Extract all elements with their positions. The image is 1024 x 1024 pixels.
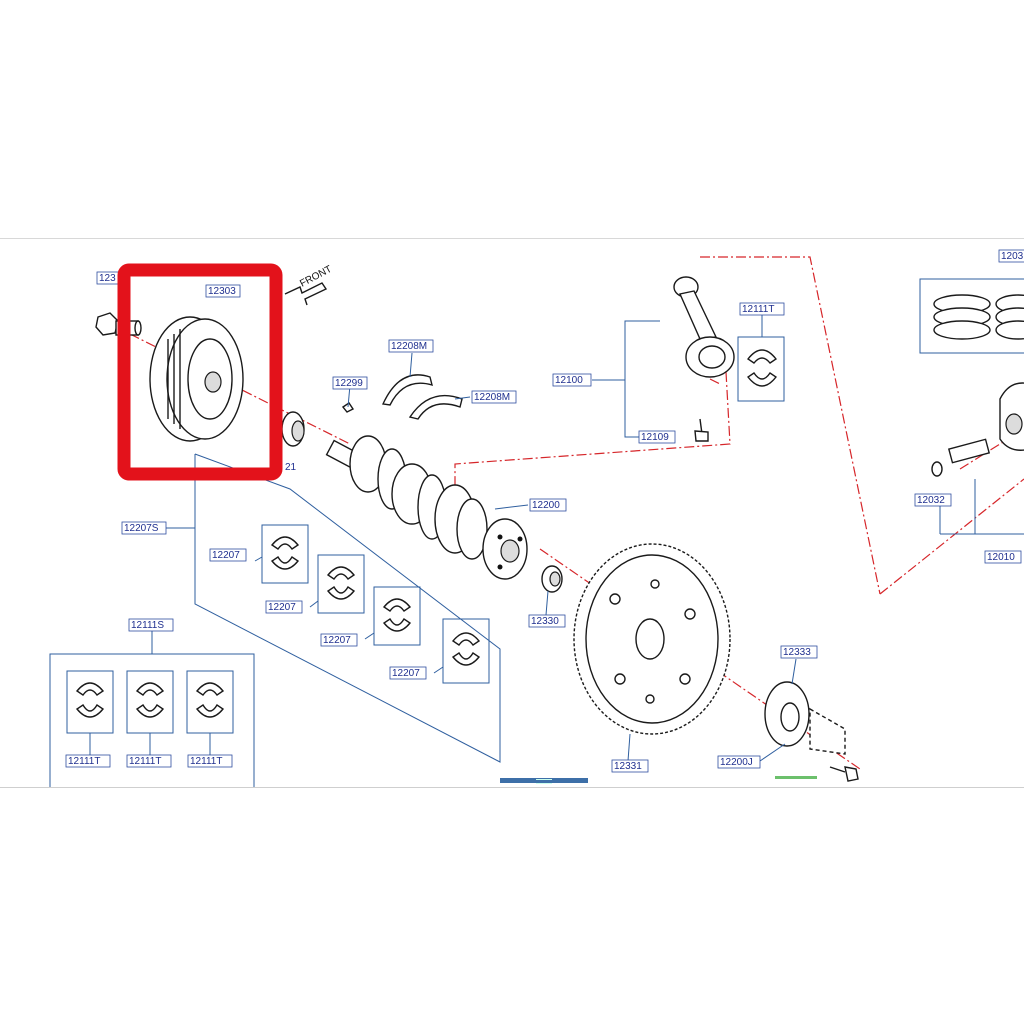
label-12032: 12032: [917, 495, 945, 506]
label-12330: 12330: [531, 616, 559, 627]
connecting-rod-bracket: [592, 320, 660, 438]
main-bearing-set-bracket: [165, 453, 501, 763]
parts-diagram-panel: FRONT: [0, 238, 1024, 788]
label-12111t-1: 12111T: [68, 756, 100, 767]
label-sprocket: 21: [285, 462, 297, 473]
piston-rings: [933, 294, 1024, 340]
label-12207-3: 12207: [323, 635, 351, 646]
assembly-chain-lines: [129, 256, 1024, 770]
label-piston-ring-set: 1203: [1001, 251, 1024, 262]
main-bearing-shell-1: [261, 524, 309, 584]
label-pulley-bolt: 123: [99, 273, 116, 284]
main-bearing-shell-2: [317, 554, 365, 614]
main-bearing-shell-4: [442, 618, 490, 684]
snap-ring: [931, 461, 943, 477]
piston-bracket: [919, 278, 1024, 535]
front-direction-arrow: FRONT: [284, 264, 334, 306]
part-labels: 12303 123 12299 21 12208M 12208M 12207S …: [65, 249, 1024, 773]
conrod-bearing-shell-1: [66, 670, 114, 755]
label-12333: 12333: [783, 647, 811, 658]
conrod-bearing-shell-2: [126, 670, 174, 755]
label-12208m-upper: 12208M: [391, 341, 427, 352]
woodruff-key: [341, 402, 355, 413]
conrod-bolt: [694, 418, 709, 442]
label-12010: 12010: [987, 552, 1015, 563]
label-12299: 12299: [335, 378, 363, 389]
conrod-bearing-top: [737, 336, 785, 402]
crankshaft: [325, 435, 528, 580]
piston: [999, 382, 1024, 451]
crank-sprocket: [281, 411, 305, 447]
reinforcement-plate: [764, 681, 846, 755]
flywheel-bolt: [829, 766, 859, 782]
label-12331: 12331: [614, 761, 642, 772]
pilot-bushing: [541, 565, 563, 593]
thrust-washers: [381, 374, 463, 420]
label-12111s: 12111S: [131, 620, 164, 631]
label-12208m-lower: 12208M: [474, 392, 510, 403]
label-12207-4: 12207: [392, 668, 420, 679]
horizontal-scrollbar-thumb[interactable]: [500, 778, 588, 783]
scrollbar-grip-icon: [536, 779, 552, 784]
highlight-box: [117, 263, 283, 481]
crankshaft-pulley: [149, 316, 244, 442]
engine-parts-diagram: FRONT: [49, 249, 1024, 787]
label-12111t-3: 12111T: [190, 756, 222, 767]
connecting-rod: [673, 276, 735, 378]
label-12200: 12200: [532, 500, 560, 511]
label-12207-1: 12207: [212, 550, 240, 561]
label-12303: 12303: [208, 286, 236, 297]
conrod-bearing-shell-3: [186, 670, 234, 755]
main-bearing-shell-3: [373, 586, 421, 646]
label-12109: 12109: [641, 432, 669, 443]
label-12207s: 12207S: [124, 523, 159, 534]
label-12207-2: 12207: [268, 602, 296, 613]
green-indicator: [775, 776, 817, 779]
label-12200j: 12200J: [720, 757, 753, 768]
label-12100: 12100: [555, 375, 583, 386]
label-12111t-2: 12111T: [129, 756, 161, 767]
flywheel: [573, 543, 731, 735]
piston-pin: [947, 438, 991, 464]
label-12111t-top: 12111T: [742, 304, 774, 315]
conrod-bearing-set-box: [49, 631, 255, 787]
